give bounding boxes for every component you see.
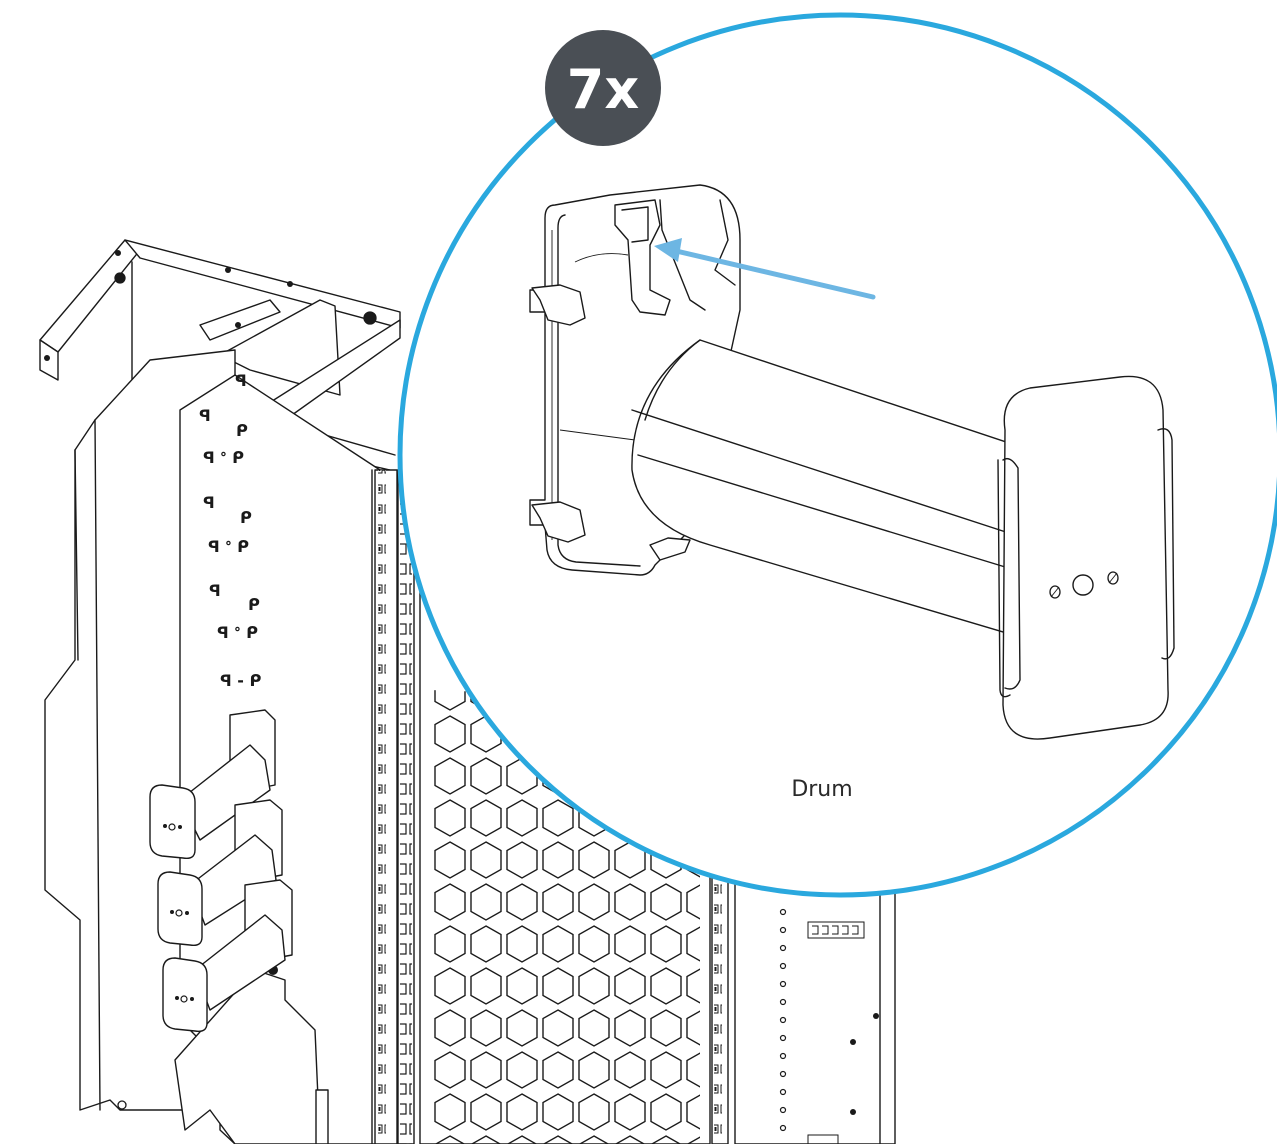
end-plate-center-hole	[1072, 574, 1094, 596]
installed-drum-3	[162, 879, 293, 1033]
right-side-panel	[734, 859, 896, 1144]
svg-text:ꟼ: ꟼ	[203, 493, 215, 512]
drum-detail-drawing	[529, 184, 1175, 740]
svg-text:ꟼ: ꟼ	[199, 406, 211, 425]
end-plate-screw-left	[1049, 585, 1061, 599]
lower-panel	[117, 965, 329, 1144]
rack-rail	[374, 469, 415, 1144]
svg-text:ꟼ ᐤ ᑭ: ꟼ ᐤ ᑭ	[217, 623, 258, 642]
end-plate-screw-right	[1107, 571, 1119, 585]
latch-pointer-arrow	[654, 238, 876, 300]
installed-drums	[149, 709, 293, 1033]
svg-text:ꟼ ᐤ ᑭ: ꟼ ᐤ ᑭ	[208, 537, 249, 556]
svg-text:ᑭ: ᑭ	[240, 508, 252, 527]
installed-drum-1	[149, 709, 276, 860]
installed-drum-2	[157, 799, 283, 947]
detail-callout: Drum 7x	[397, 12, 1277, 898]
svg-text:ꟼ - ᑭ: ꟼ - ᑭ	[220, 671, 262, 690]
svg-text:ꟼ ᐤ ᑭ: ꟼ ᐤ ᑭ	[203, 448, 244, 467]
part-label: Drum	[791, 777, 852, 802]
svg-text:ᑭ: ᑭ	[248, 595, 260, 614]
drum-cylinder	[631, 339, 1031, 641]
quantity-badge-text: 7x	[567, 58, 640, 121]
svg-text:ꟼ: ꟼ	[209, 581, 221, 600]
panel-holes	[779, 908, 879, 1132]
rack-frame	[39, 239, 401, 471]
svg-text:ꟼ: ꟼ	[235, 371, 247, 390]
quantity-badge: 7x	[545, 30, 661, 146]
drum-end-plate	[997, 375, 1175, 740]
keyhole-slots: ꟼ ꟼ ᑭ ꟼ ᐤ ᑭ ꟼ ᑭ ꟼ ᐤ ᑭ ꟼ ᑭ ꟼ ᐤ ᑭ ꟼ - ᑭ	[199, 371, 262, 690]
label-patch	[807, 921, 865, 1144]
svg-text:ᑭ: ᑭ	[236, 421, 248, 440]
